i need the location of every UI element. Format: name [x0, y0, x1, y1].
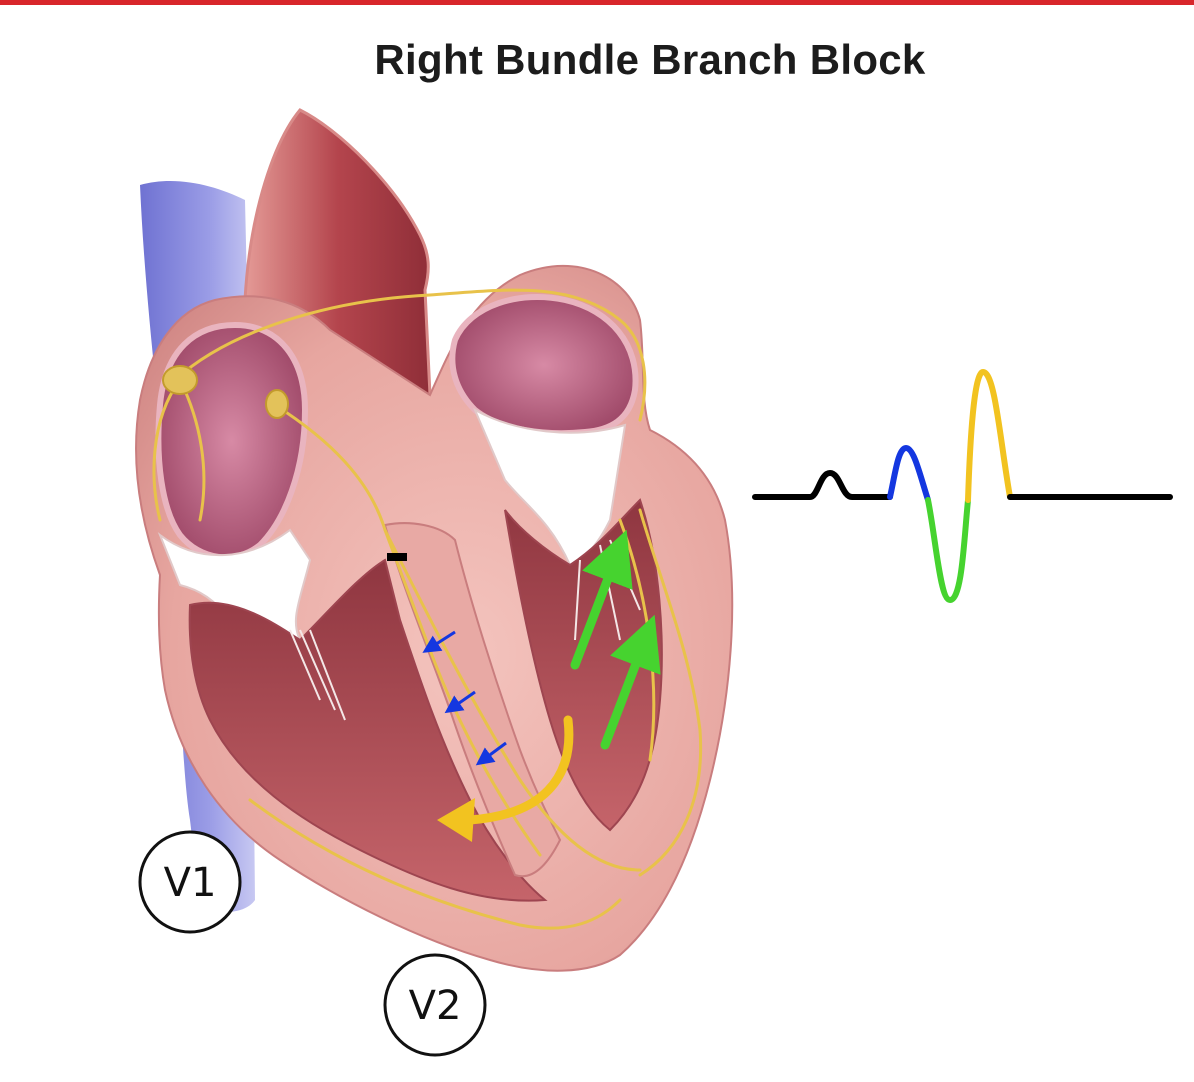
ecg-p-wave-segment	[752, 470, 893, 500]
ecg-r-prime-wave	[965, 369, 1013, 503]
top-accent-rule	[0, 0, 1194, 5]
conduction-block-icon	[387, 553, 407, 561]
sa-node-icon	[162, 365, 198, 395]
ecg-s-wave	[925, 497, 971, 603]
av-node-icon	[265, 389, 289, 419]
ecg-r-wave	[887, 445, 931, 503]
lv-arrow-1	[570, 529, 633, 670]
rv-delayed-depolarization-arrow	[465, 715, 574, 825]
lv-depolarization-arrows	[570, 529, 661, 750]
septal-arrow-2	[444, 690, 476, 714]
ecg-trace	[752, 369, 1173, 603]
rv-arrow-head	[437, 798, 475, 842]
septal-arrow-1	[422, 630, 456, 653]
lead-v2-label: V2	[409, 983, 462, 1029]
diagram-title: Right Bundle Branch Block	[374, 36, 926, 83]
septal-arrow-3	[475, 741, 507, 766]
lead-v1-label: V1	[164, 860, 217, 906]
lv-arrow-2	[600, 614, 661, 750]
septal-depolarization-arrows	[422, 630, 507, 766]
lead-v2-marker: V2	[383, 953, 487, 1057]
lead-v1-marker: V1	[138, 830, 242, 934]
